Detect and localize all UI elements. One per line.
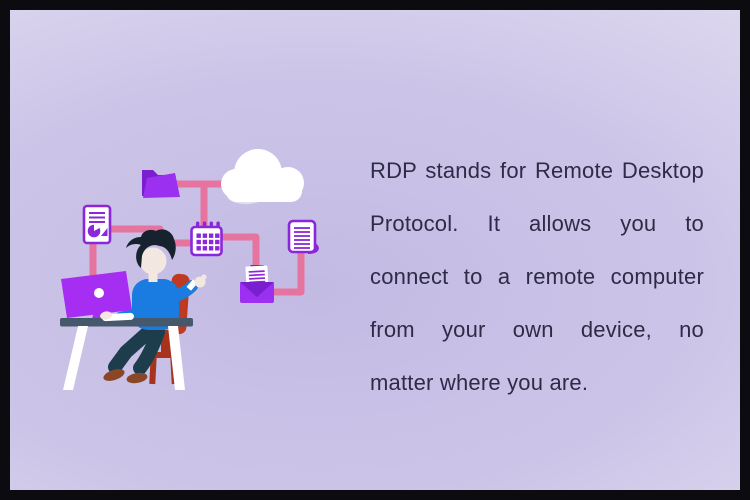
legs (108, 321, 165, 375)
document-icon (287, 219, 319, 254)
thumb (201, 274, 207, 280)
email-icon (240, 265, 274, 303)
desk-leg (63, 326, 88, 390)
line-calendar-email (216, 233, 260, 276)
desk-leg (168, 326, 185, 390)
shoe (103, 369, 125, 381)
rdp-description: RDP stands for Remote Desktop Protocol. … (370, 144, 704, 409)
line-email-document (268, 246, 305, 296)
background-canvas (10, 10, 740, 490)
desk (60, 311, 193, 390)
text-line: connect to a remote computer (370, 264, 704, 289)
hair (126, 229, 176, 268)
text-line: RDP stands for Remote Desktop (370, 158, 704, 183)
neck (148, 271, 158, 282)
shoe (126, 372, 148, 384)
folder-icon (142, 170, 180, 198)
monitor-dot (94, 288, 104, 298)
torso (132, 279, 179, 330)
cloud-icon (221, 149, 304, 204)
report-icon (82, 204, 112, 245)
face (139, 247, 167, 275)
calendar-icon (190, 221, 223, 257)
text-line: matter where you are. (370, 370, 589, 395)
text-line: Protocol. It allows you to (370, 211, 704, 236)
left-hand (100, 311, 112, 320)
text-line: from your own device, no (370, 317, 704, 342)
